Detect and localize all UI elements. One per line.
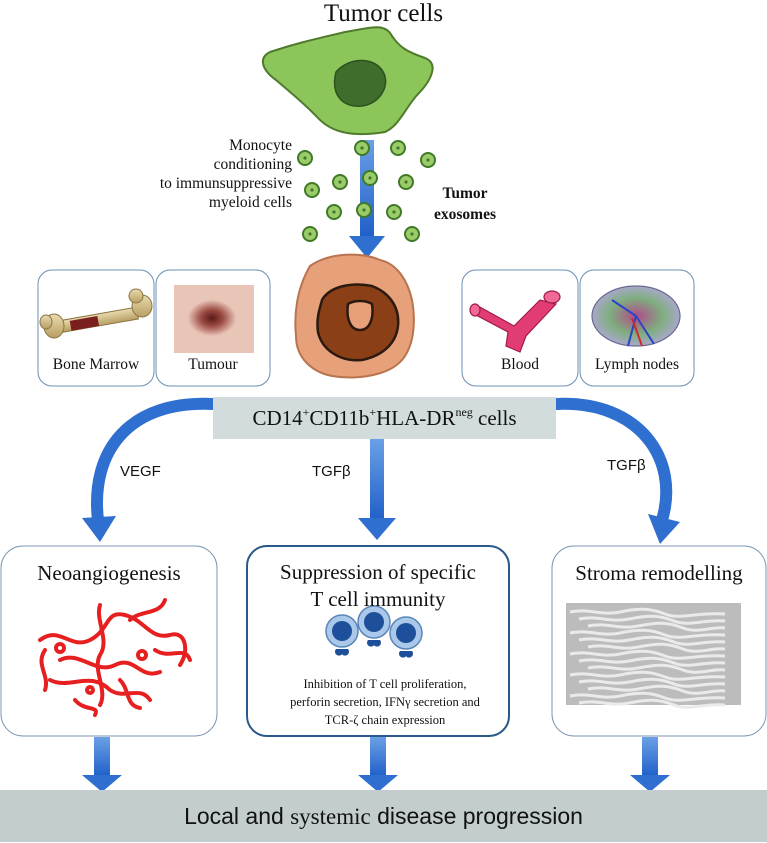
t-cell-receptor — [366, 640, 381, 647]
progression-text-2: systemic — [290, 804, 371, 829]
cells-word: cells — [472, 406, 517, 430]
exosome-arrow-head — [349, 236, 385, 258]
marker-cd14: CD14 — [252, 406, 303, 430]
bone-marrow-box — [37, 269, 155, 387]
exosome-core — [404, 180, 408, 184]
stroma-strand — [569, 670, 726, 681]
stroma-strand — [578, 656, 726, 667]
monocyte-line: conditioning — [213, 156, 292, 173]
exosome-label-line: exosomes — [434, 206, 496, 223]
tgfb-middle-arrow-shaft — [370, 439, 384, 521]
disease-progression-bar: Local and systemic disease progression — [0, 790, 767, 842]
marker-cd11b-sign: + — [369, 405, 377, 419]
neoangiogenesis-box — [0, 545, 218, 737]
marker-cd11b: CD11b — [309, 406, 370, 430]
myeloid-nucleus — [316, 283, 400, 362]
mdsc-phenotype-bar: CD14+CD11b+HLA-DRneg cells — [213, 397, 556, 439]
vessel-network-image — [38, 598, 192, 717]
marker-hla-dr-sign: neg — [455, 405, 473, 419]
tgfb-right-arrow-head — [648, 514, 680, 544]
tumor-exosomes-label: Tumor exosomes — [420, 183, 510, 225]
monocyte-conditioning-text: Monocyte conditioning to immunsuppressiv… — [150, 136, 292, 212]
vegf-arrow-head — [82, 516, 116, 542]
stroma-strand — [569, 691, 726, 702]
stroma-strand — [569, 649, 726, 660]
stroma-strand — [578, 635, 726, 646]
exosome-label-line: Tumor — [442, 185, 488, 202]
stroma-strand — [578, 677, 726, 688]
t-cell-receptor — [398, 651, 413, 658]
exosome-core — [392, 210, 396, 214]
progression-text-3: disease progression — [370, 803, 583, 829]
inhibition-line: perforin secretion, IFNγ secretion and — [290, 695, 480, 709]
stroma-strand — [587, 684, 726, 695]
suppression-title-line: T cell immunity — [310, 587, 446, 611]
exosome-core — [360, 146, 364, 150]
exosome-core — [308, 232, 312, 236]
marker-hla-dr: HLA-DR — [376, 406, 456, 430]
exosome-core — [396, 146, 400, 150]
diagram-title: Tumor cells — [323, 0, 444, 27]
progression-text-1: Local and — [184, 803, 291, 829]
stroma-strand — [578, 698, 726, 709]
stroma-title: Stroma remodelling — [575, 561, 743, 585]
exosome-core — [410, 232, 414, 236]
monocyte-line: myeloid cells — [208, 194, 292, 211]
t-cell-nucleus — [364, 612, 384, 632]
t-cell-group — [325, 605, 423, 658]
exosome-core — [338, 180, 342, 184]
stroma-strand — [587, 663, 726, 674]
inhibition-line: TCR-ζ chain expression — [324, 713, 446, 727]
suppression-title: Suppression of specific T cell immunity — [247, 559, 509, 613]
exosome-core — [310, 188, 314, 192]
stroma-strand — [587, 621, 726, 632]
marker-cd14-sign: + — [302, 405, 310, 419]
vegf-label: VEGF — [120, 463, 161, 480]
stroma-strand — [569, 628, 726, 639]
exosome-core — [368, 176, 372, 180]
blood-vessel-image — [469, 290, 561, 353]
suppression-title-line: Suppression of specific — [280, 560, 476, 584]
neoangiogenesis-title: Neoangiogenesis — [37, 561, 181, 585]
bottom-arrows — [82, 737, 670, 792]
tumour-image — [174, 285, 254, 353]
tgfb-middle-arrow-head — [358, 518, 396, 540]
stroma-image — [566, 603, 741, 709]
stroma-strand — [569, 607, 726, 618]
tgfb-right-label: TGFβ — [607, 457, 646, 474]
t-cell-receptor — [334, 649, 349, 656]
exosome-core — [303, 156, 307, 160]
tgfb-right-arrow — [550, 397, 673, 526]
monocyte-line: to immunsuppressive — [159, 175, 292, 192]
lymph-nodes-label: Lymph nodes — [595, 356, 679, 373]
inhibition-text: Inhibition of T cell proliferation, perf… — [262, 675, 508, 729]
exosome-core — [332, 210, 336, 214]
lymph-node-image — [591, 285, 681, 347]
bone-image — [39, 288, 153, 339]
tgfb-middle-label: TGFβ — [312, 463, 351, 480]
stroma-strand — [587, 642, 726, 653]
tumor-nucleus — [333, 59, 387, 107]
inhibition-line: Inhibition of T cell proliferation, — [303, 677, 467, 691]
exosome-core — [426, 158, 430, 162]
t-cell-nucleus — [396, 623, 416, 643]
stroma-strand — [578, 614, 726, 625]
tumour-label: Tumour — [188, 356, 238, 373]
exosome-group — [297, 140, 436, 242]
monocyte-line: Monocyte — [229, 137, 292, 154]
blood-label: Blood — [501, 356, 539, 373]
vegf-arrow — [91, 397, 219, 526]
t-cell-nucleus — [332, 621, 352, 641]
bone-marrow-label: Bone Marrow — [52, 356, 140, 373]
exosome-core — [362, 208, 366, 212]
